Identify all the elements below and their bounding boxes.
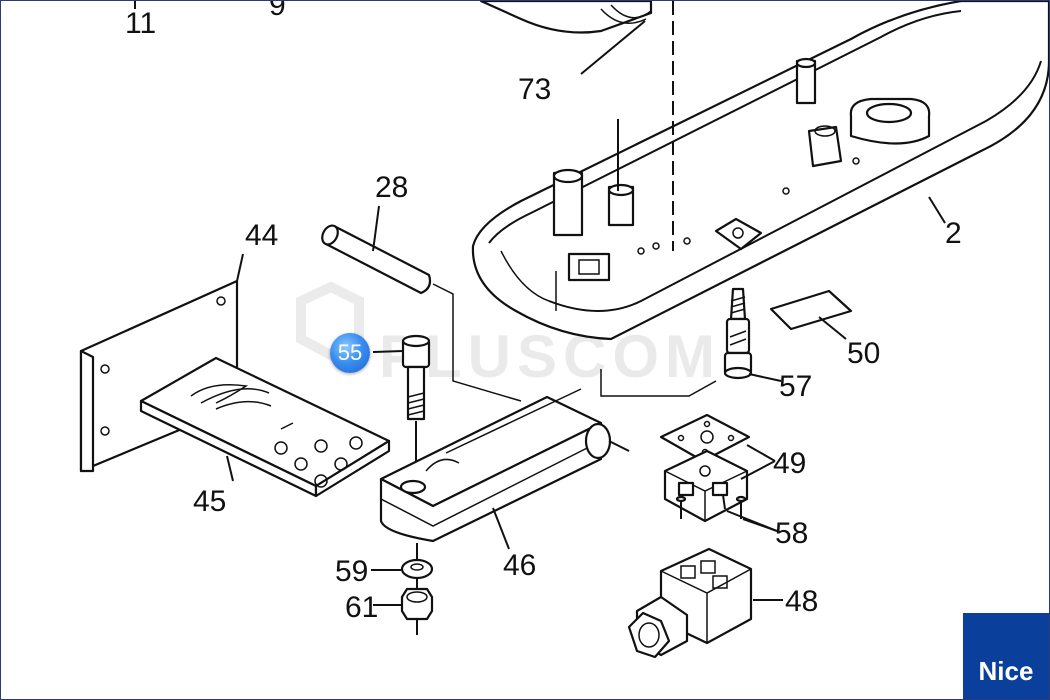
callout-9: 9 (269, 1, 286, 22)
callout-45: 45 (193, 485, 226, 518)
part-screw[interactable] (723, 287, 753, 380)
callout-44: 44 (245, 219, 278, 252)
part-wall-plate[interactable] (79, 279, 239, 473)
part-mounting-bracket[interactable] (139, 356, 391, 498)
part-bolt[interactable] (401, 334, 431, 421)
leader-lines (226, 20, 946, 606)
callout-73: 73 (518, 73, 551, 106)
part-plug-connector[interactable] (627, 547, 753, 659)
callout-57: 57 (779, 370, 812, 403)
part-nut[interactable] (400, 587, 434, 621)
part-arm[interactable] (379, 388, 612, 543)
part-label-plate[interactable] (769, 289, 853, 331)
callout-49: 49 (773, 447, 806, 480)
callout-labels: 11 9 73 2 28 44 50 57 49 45 58 46 59 61 … (125, 1, 962, 624)
part-motor-top[interactable] (134, 1, 653, 34)
callout-2: 2 (945, 217, 962, 250)
part-pin[interactable] (319, 223, 432, 295)
highlighted-callout-55[interactable]: 55 (330, 333, 370, 373)
callout-58: 58 (775, 517, 808, 550)
callout-59: 59 (335, 555, 368, 588)
callout-28: 28 (375, 171, 408, 204)
part-connector-base[interactable] (663, 449, 749, 523)
callout-46: 46 (503, 549, 536, 582)
callout-11: 11 (125, 7, 156, 40)
callout-48: 48 (785, 585, 818, 618)
part-housing[interactable] (471, 1, 1049, 341)
svg-text:PLUSCOM: PLUSCOM (379, 323, 721, 390)
callout-50: 50 (847, 337, 880, 370)
brand-logo: Nice (963, 613, 1049, 699)
watermark: PLUSCOM (296, 281, 721, 390)
part-screws-small[interactable] (675, 494, 747, 519)
part-washer[interactable] (400, 558, 434, 580)
callout-61: 61 (345, 591, 378, 624)
part-connector-gasket[interactable] (659, 413, 751, 463)
